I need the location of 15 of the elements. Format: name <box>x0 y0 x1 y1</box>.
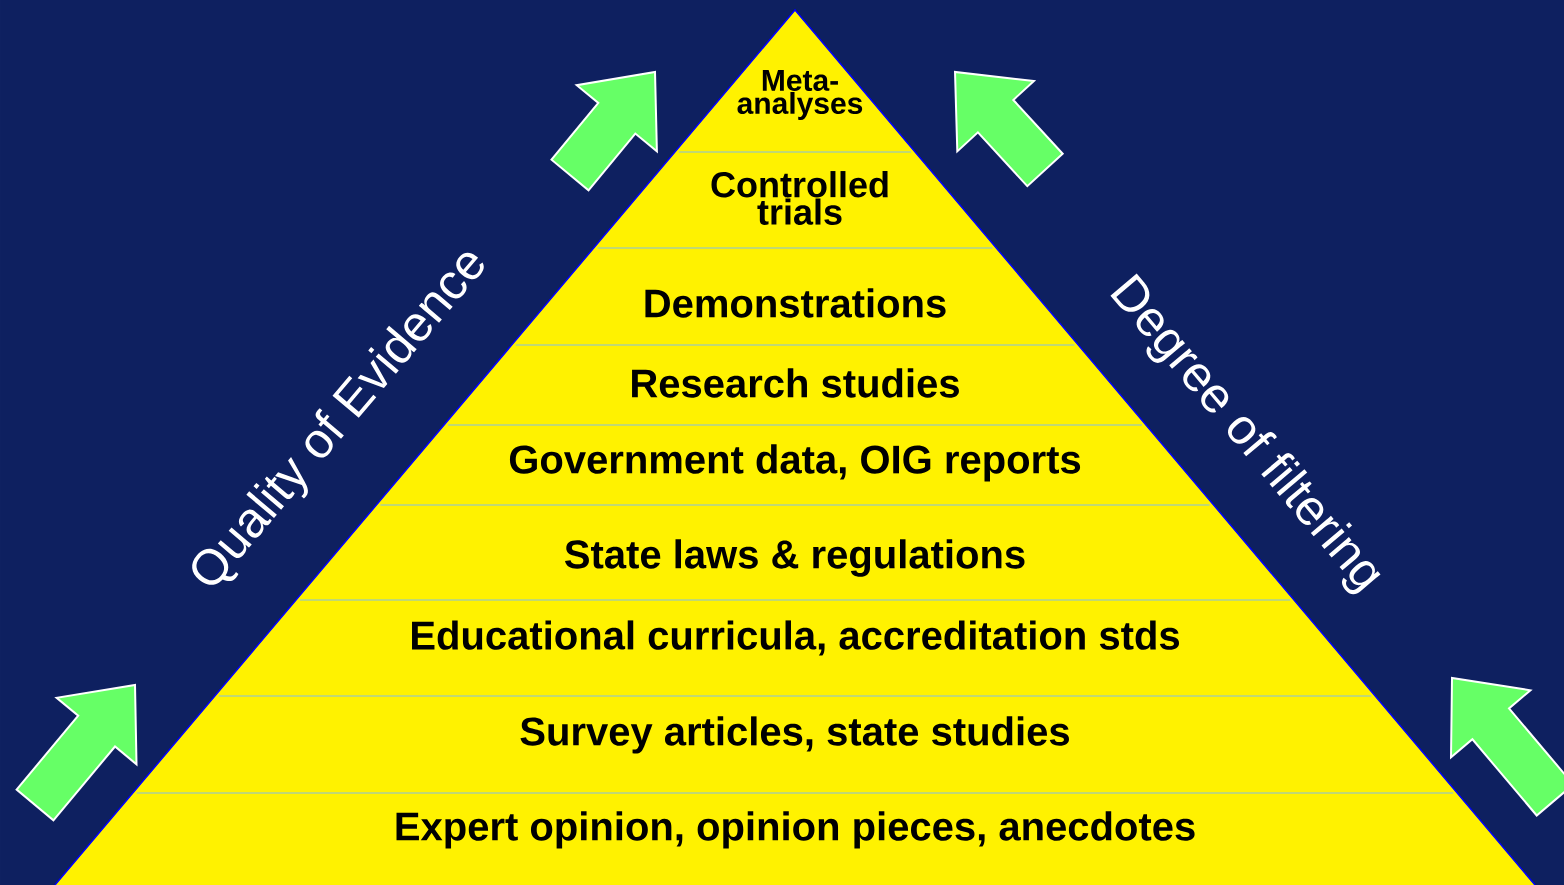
pyramid-band: Controlled trials <box>593 152 997 248</box>
pyramid-band: Educational curricula, accreditation stds <box>214 600 1376 696</box>
node-label: Controlled trials <box>711 171 888 225</box>
node-label: Educational curricula, accreditation stds <box>412 620 1180 656</box>
node-label: State laws & regulations <box>564 539 1025 577</box>
node-label: Government data, OIG reports <box>509 444 1081 482</box>
node-label: Survey articles, state studies <box>520 716 1069 754</box>
pyramid-band: Meta- analyses <box>674 10 916 152</box>
node-label: Demonstrations <box>645 288 946 318</box>
node-label: Research studies <box>632 368 959 398</box>
pyramid-band: Demonstrations <box>511 248 1079 345</box>
pyramid-band: Survey articles, state studies <box>132 696 1458 793</box>
node-label: Expert opinion, opinion pieces, anecdotes <box>396 811 1195 849</box>
node-label: Meta- analyses <box>737 70 863 120</box>
pyramid-band: Expert opinion, opinion pieces, anecdotes <box>55 793 1535 885</box>
